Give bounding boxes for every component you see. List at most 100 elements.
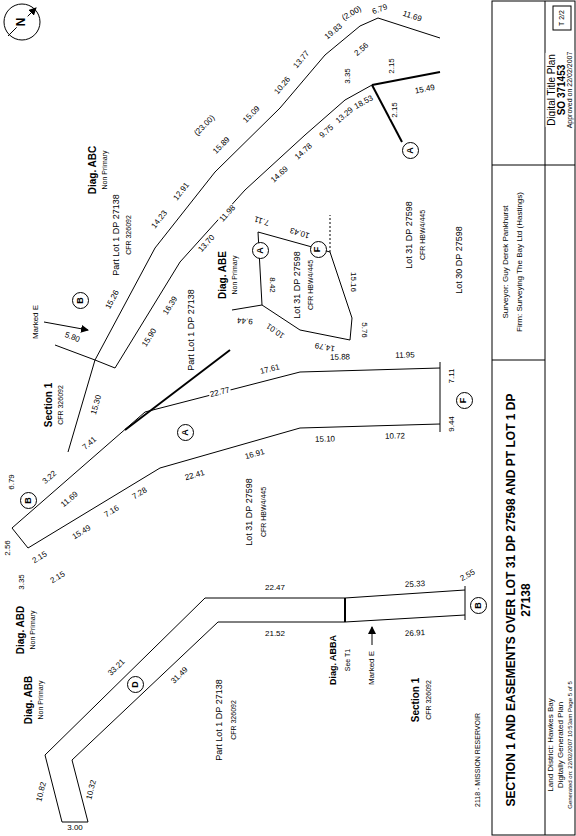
- plan-label: Non Primary: [231, 255, 239, 296]
- easement-mark-circle: A: [402, 142, 419, 159]
- dimension-label: 2.15: [388, 57, 397, 75]
- dimension-label: 31.49: [169, 665, 191, 687]
- mark-letter: B: [76, 297, 85, 304]
- plan-label: CFR 326092: [425, 679, 433, 721]
- plan-label: Diag. ABD: [15, 605, 26, 656]
- dimension-label: 5.76: [360, 321, 369, 339]
- dimension-label: 14.78: [293, 141, 315, 162]
- dimension-label: 10.43: [288, 225, 312, 240]
- plan-title: SECTION 1 AND EASEMENTS OVER LOT 31 DP 2…: [504, 390, 534, 810]
- dimension-label: 8.42: [268, 276, 277, 294]
- dimension-label: 9.75: [317, 123, 336, 141]
- plan-label: CFR 326092: [230, 699, 238, 741]
- dimension-label: 3.00: [66, 824, 84, 833]
- dimension-label: 2.15: [30, 550, 50, 567]
- dimension-label: 5.80: [62, 331, 82, 345]
- plan-label: Section 1: [410, 677, 421, 723]
- plan-label: CFR 326092: [125, 214, 133, 256]
- plan-label: T 2/2: [558, 9, 566, 27]
- mark-letter: A: [406, 147, 415, 154]
- dimension-label: 15.49: [413, 84, 436, 97]
- mark-letter: B: [474, 602, 483, 609]
- dimension-label: 2.56: [352, 41, 371, 59]
- plan-label: Lot 31 DP 27598: [293, 250, 303, 319]
- plan-label: Non Primary: [37, 680, 45, 721]
- dimension-label: 10.01: [264, 320, 287, 340]
- plan-label: Non Primary: [29, 610, 37, 651]
- mark-letter: F: [460, 397, 469, 403]
- mark-letter: A: [181, 429, 190, 436]
- dimension-label: 22.41: [183, 469, 207, 484]
- dimension-label: 11.69: [59, 490, 81, 511]
- plan-label: CFR 326092: [57, 384, 65, 426]
- dimension-label: 19.83: [323, 22, 346, 43]
- dimension-label: 11.95: [394, 351, 416, 360]
- plan-label: Diag. ABC: [87, 145, 98, 196]
- dimension-label: 11.98: [218, 203, 239, 225]
- dimension-label: 18.53: [352, 94, 376, 112]
- dimension-label: 15.49: [70, 524, 93, 543]
- plan-label: Digitally Generated Plan: [557, 701, 566, 789]
- dimension-label: 15.90: [140, 326, 159, 349]
- dimension-label: 2.15: [48, 570, 68, 587]
- plan-label: Diag. ABB: [23, 675, 34, 726]
- easement-mark-circle: A: [252, 242, 269, 259]
- dimension-label: 15.30: [90, 393, 105, 417]
- dimension-label: 16.39: [161, 294, 180, 317]
- dimension-label: 21.52: [264, 630, 286, 639]
- dimension-label: 7.28: [130, 486, 150, 503]
- easement-mark-circle: B: [72, 292, 89, 309]
- dimension-label: 10.82: [35, 780, 49, 804]
- plan-label: Marked E: [368, 650, 377, 686]
- dimension-label: 14.79: [313, 340, 336, 352]
- easement-mark-circle: F: [456, 392, 473, 409]
- mark-letter: A: [256, 247, 265, 254]
- dimension-label: 14.69: [269, 164, 291, 185]
- easement-mark-circle: A: [177, 424, 194, 441]
- plan-label: See T1: [344, 648, 352, 672]
- dimension-label: 13.29: [334, 105, 356, 126]
- dimension-label: 25.33: [404, 580, 426, 590]
- plan-label: Land District: Hawkes Bay: [547, 697, 556, 792]
- dimension-label: 26.91: [404, 629, 426, 639]
- dimension-label: 7.11: [448, 368, 457, 385]
- dimension-label: 22.47: [264, 584, 286, 593]
- dimension-label: (2.00): [340, 4, 364, 23]
- easement-mark-circle: B: [470, 597, 487, 614]
- dimension-label: 6.79: [370, 3, 390, 17]
- dimension-label: 13.70: [196, 233, 217, 255]
- mark-letter: B: [24, 497, 33, 504]
- plan-label: CFR HBW4/445: [260, 486, 268, 538]
- mark-letter: D: [131, 681, 140, 688]
- dimension-label: 3.22: [40, 469, 59, 487]
- plan-label: Approved on 22/02/2007: [566, 51, 574, 130]
- dimension-label: 16.91: [243, 448, 267, 463]
- plan-label: Diag. ABBA: [329, 634, 339, 686]
- dimension-label: 33.21: [106, 657, 128, 679]
- dimension-label: 22.77: [208, 386, 232, 400]
- dimension-label: 15.88: [329, 353, 351, 362]
- plan-label: Marked E: [32, 304, 41, 340]
- dimension-label: 13.77: [292, 49, 313, 72]
- dimension-label: 7.16: [102, 504, 122, 521]
- dimension-label: 15.10: [314, 435, 336, 444]
- dimension-label: 11.69: [400, 10, 423, 25]
- dimension-label: 7.41: [80, 435, 99, 453]
- plan-label: Surveyor: Guy Derek Pankhurst: [502, 205, 511, 320]
- dimension-label: 10.72: [384, 432, 406, 441]
- plan-label: CFR HBW4/445: [307, 259, 315, 311]
- plan-label: Firm: Surveying The Bay Ltd (Hastings): [516, 191, 525, 333]
- plan-label: N: [15, 17, 28, 28]
- plan-label: Lot 31 DP 27598: [405, 200, 415, 269]
- plan-label: Generated on: 22/02/2007 10:53am Page 5 …: [567, 680, 574, 809]
- plan-label: Non Primary: [101, 150, 109, 191]
- dimension-label: 15.89: [211, 135, 233, 157]
- dimension-label: 15.26: [104, 288, 122, 312]
- dimension-label: 12.91: [172, 181, 192, 204]
- easement-mark-circle: B: [20, 492, 37, 509]
- dimension-label: 15.16: [349, 271, 358, 293]
- dimension-label: 3.35: [18, 573, 27, 591]
- dimension-label: 14.23: [150, 209, 170, 232]
- mark-letter: F: [314, 246, 323, 252]
- plan-label: 2118 - MISSION RESERVOIR: [474, 712, 482, 808]
